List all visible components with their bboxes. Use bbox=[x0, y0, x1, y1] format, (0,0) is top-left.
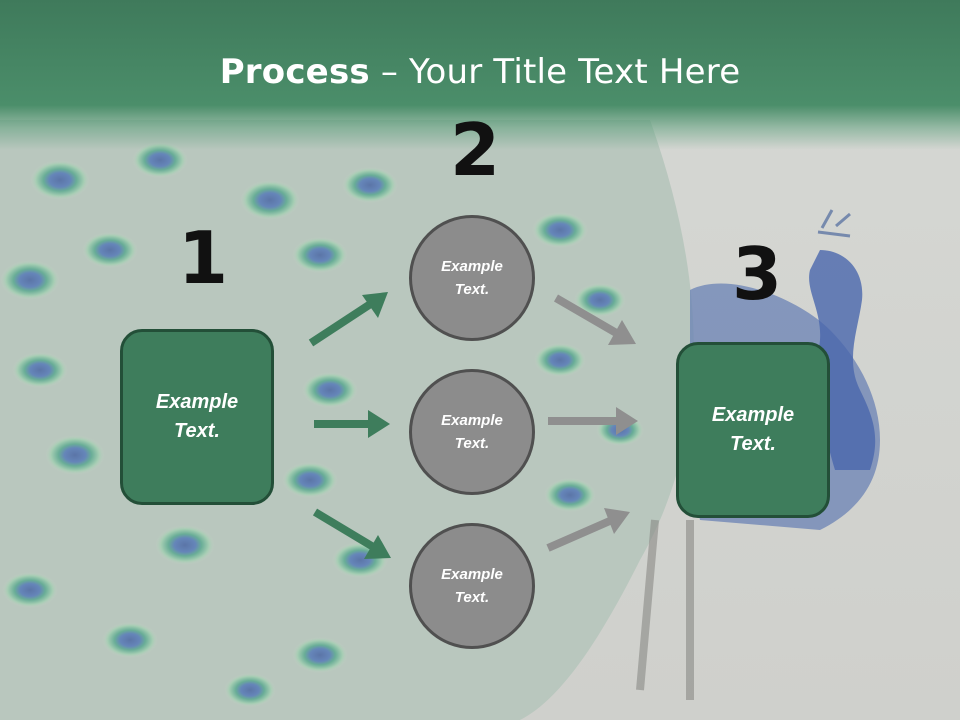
circle-middle[interactable]: Example Text. bbox=[409, 369, 535, 495]
circle-top[interactable]: Example Text. bbox=[409, 215, 535, 341]
step-number-3: 3 bbox=[732, 232, 783, 316]
circle-bottom[interactable]: Example Text. bbox=[409, 523, 535, 649]
step-1-box[interactable]: Example Text. bbox=[120, 329, 274, 505]
circle-middle-text: Example Text. bbox=[441, 412, 503, 452]
circle-top-text: Example Text. bbox=[441, 258, 503, 298]
slide-title-bold: Process bbox=[219, 52, 370, 92]
title-bar bbox=[0, 0, 960, 150]
step-3-text: Example Text. bbox=[711, 404, 795, 455]
slide-title-rest: – Your Title Text Here bbox=[369, 52, 741, 92]
slide-title: Process – Your Title Text Here bbox=[0, 52, 960, 92]
step-number-2: 2 bbox=[450, 108, 501, 192]
step-3-box[interactable]: Example Text. bbox=[676, 342, 830, 518]
step-1-text: Example Text. bbox=[155, 391, 239, 442]
circle-bottom-text: Example Text. bbox=[441, 566, 503, 606]
step-number-1: 1 bbox=[178, 216, 229, 300]
